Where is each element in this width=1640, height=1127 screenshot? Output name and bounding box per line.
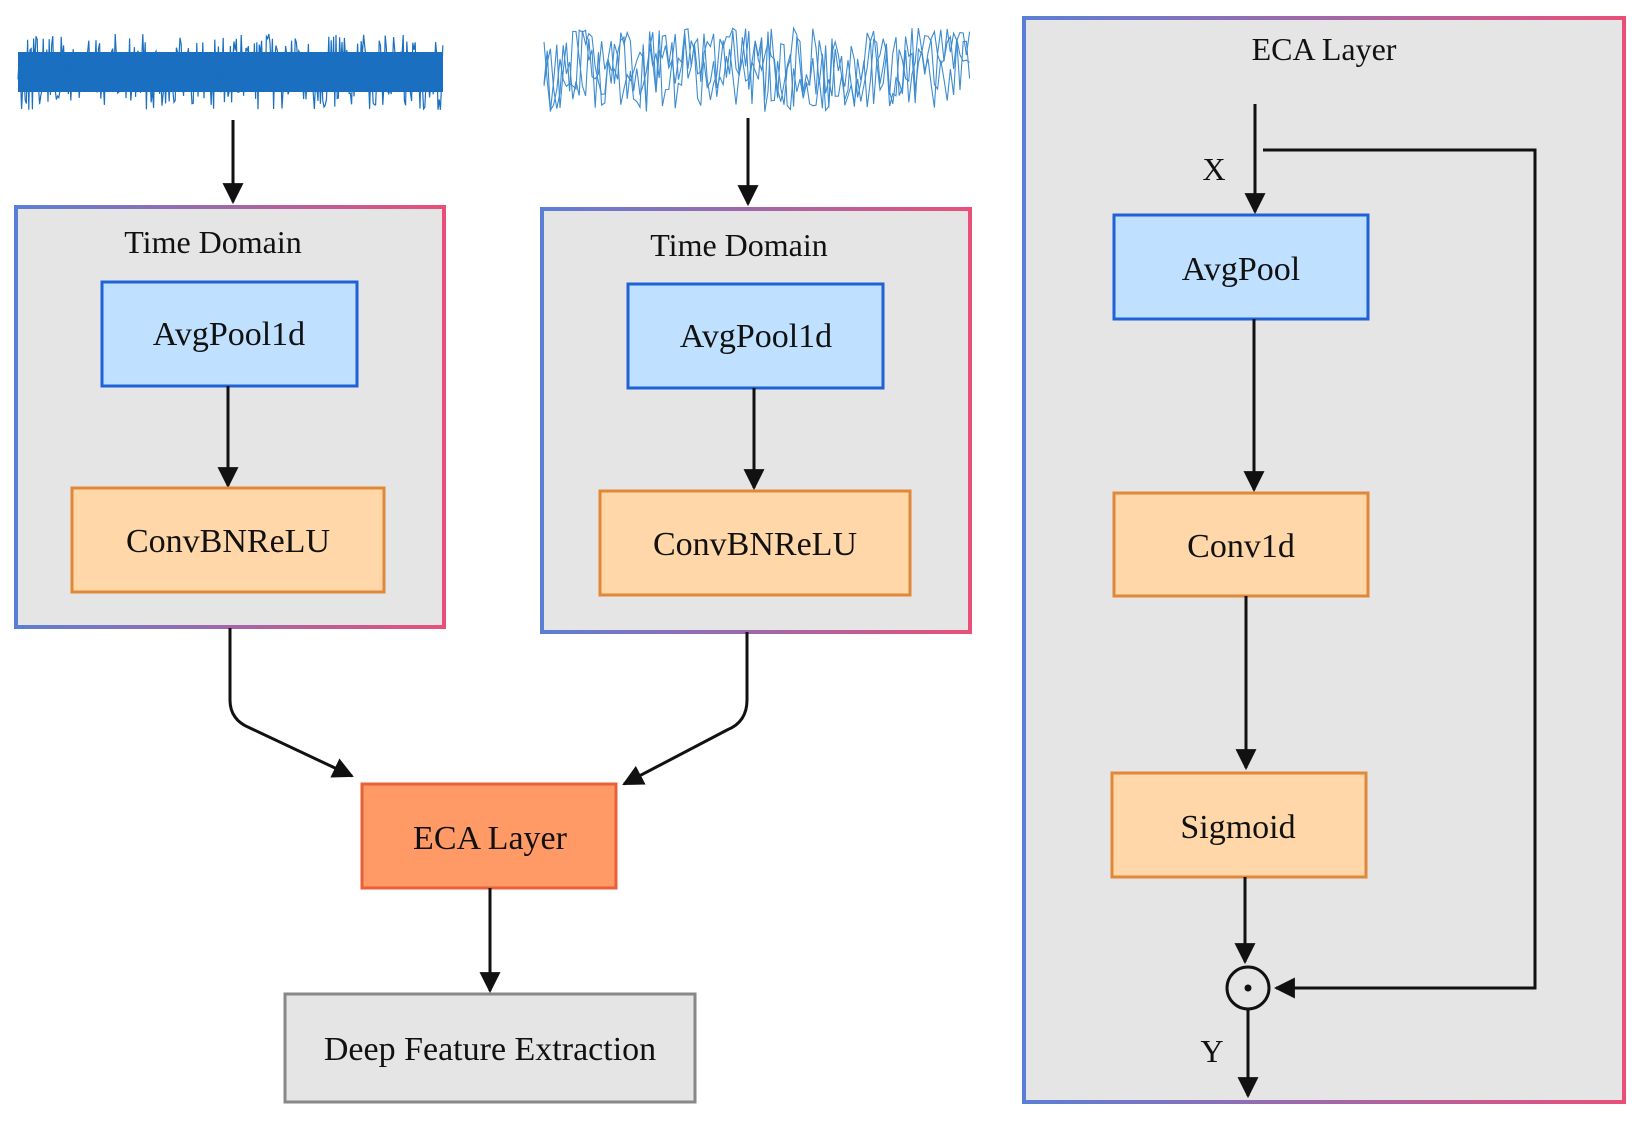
eca-avgpool-box [1112,213,1370,321]
branch-2-title: Time Domain [650,227,828,263]
signal-dense-waveform [17,33,444,111]
eca-layer-label: ECA Layer [413,820,568,857]
eca-avgpool-label: AvgPool [1182,251,1300,288]
branch-1-avgpool-label: AvgPool1d [153,316,305,353]
time-domain-branch-1: Time Domain AvgPool1d ConvBNReLU [14,205,446,629]
eca-conv1d-label: Conv1d [1187,528,1295,565]
multiply-dot [1244,984,1252,992]
branch-2-avgpool-label: AvgPool1d [680,318,832,355]
arrow-branch1-to-eca [228,628,354,778]
eca-sigmoid-box [1110,771,1368,879]
branch-1-convbnrelu-box [70,486,386,594]
input-x-label: X [1202,151,1225,187]
branch-1-title: Time Domain [124,224,302,260]
branch-2-convbnrelu-label: ConvBNReLU [653,526,857,563]
time-domain-branch-2: Time Domain AvgPool1d ConvBNReLU [540,207,972,634]
eca-layer-box [360,782,618,890]
eca-detail-title: ECA Layer [1252,31,1397,67]
arrow-branch2-to-eca [622,632,749,786]
deep-feature-extraction-box [283,992,697,1104]
branch-2-convbnrelu-box [598,489,912,597]
branch-1-convbnrelu-label: ConvBNReLU [126,523,330,560]
eca-sigmoid-label: Sigmoid [1180,809,1295,846]
signal-sparse-waveform [543,26,971,113]
skip-connection-line [1263,148,1537,999]
deep-feature-extraction-label: Deep Feature Extraction [324,1031,656,1068]
branch-2-avgpool-box [626,282,885,390]
eca-detail-panel: ECA Layer X AvgPool Conv1d Sigmoid Y [1022,16,1626,1104]
output-y-label: Y [1200,1033,1223,1069]
eca-conv1d-box [1112,491,1370,598]
